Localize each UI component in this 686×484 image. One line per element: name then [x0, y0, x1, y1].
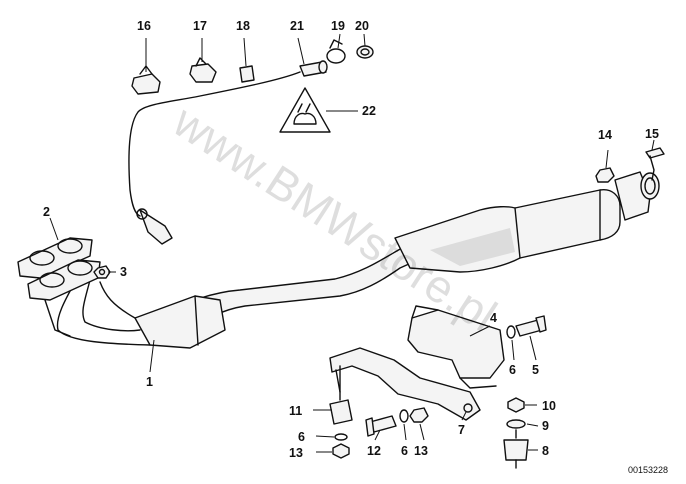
hot-surface-warning-icon	[279, 87, 331, 133]
bolt-12	[365, 415, 397, 437]
document-id: 00153228	[628, 465, 668, 475]
oxygen-sensor-with-lead	[128, 60, 328, 245]
nut-3	[93, 265, 111, 279]
callout-14: 14	[598, 128, 612, 142]
callout-21: 21	[290, 19, 304, 33]
callout-19: 19	[331, 19, 345, 33]
callout-18: 18	[236, 19, 250, 33]
callout-12: 12	[367, 444, 381, 458]
callout-6-right: 6	[401, 444, 408, 458]
callout-15: 15	[645, 127, 659, 141]
callout-6-bracket: 6	[509, 363, 516, 377]
leader-lines	[49, 33, 655, 453]
callout-13-left: 13	[289, 446, 303, 460]
callout-7: 7	[458, 423, 465, 437]
nut-13a	[409, 407, 429, 423]
washer-6c	[334, 433, 348, 441]
callout-labels: 1 2 3 4 5 6 7 8 9 10 11 6 13 12 6 13 14 …	[43, 19, 659, 460]
callout-3: 3	[120, 265, 127, 279]
nut-10	[507, 397, 525, 413]
holder-17	[189, 57, 217, 83]
washer-6b	[399, 409, 409, 423]
front-pipe-with-catalytic-converter	[44, 171, 660, 349]
callout-10: 10	[542, 399, 556, 413]
grommet-18	[239, 65, 255, 83]
callout-22: 22	[362, 104, 376, 118]
callout-4: 4	[490, 311, 497, 325]
bolt-15	[645, 147, 665, 181]
hose-clamp-19	[326, 39, 346, 64]
manifold-gasket	[17, 237, 101, 301]
callout-5: 5	[532, 363, 539, 377]
callout-2: 2	[43, 205, 50, 219]
clamp-11	[329, 365, 353, 425]
washer-9	[506, 419, 526, 429]
callout-20: 20	[355, 19, 369, 33]
callout-1: 1	[146, 375, 153, 389]
callout-13-right: 13	[414, 444, 428, 458]
bracket-4	[407, 305, 505, 389]
callout-16: 16	[137, 19, 151, 33]
callout-17: 17	[193, 19, 207, 33]
callout-11: 11	[289, 404, 302, 418]
nut-14	[595, 167, 615, 183]
callout-8: 8	[542, 444, 549, 458]
callout-6-left: 6	[298, 430, 305, 444]
callout-9: 9	[542, 419, 549, 433]
sleeve-20	[356, 45, 374, 59]
rubber-mount-8	[503, 429, 529, 469]
washer-6a	[506, 325, 516, 339]
bolt-5	[515, 315, 547, 337]
nut-13b	[332, 443, 350, 459]
